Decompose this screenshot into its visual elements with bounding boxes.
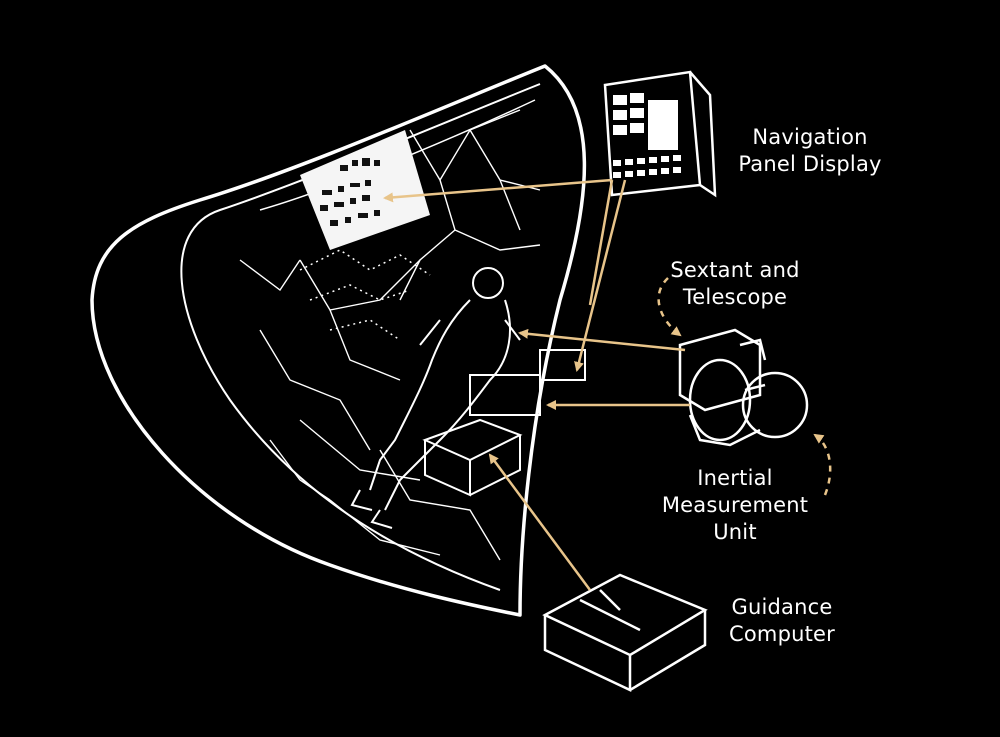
navigation-panel-device: [603, 70, 717, 198]
label-sextant-and-telescope: Sextant and Telescope: [650, 257, 820, 311]
label-line: Unit: [713, 520, 757, 544]
label-line: Computer: [729, 622, 835, 646]
label-line: Inertial: [697, 466, 773, 490]
control-panel-area: [300, 130, 430, 250]
capsule-outline: [90, 64, 587, 617]
guidance-computer-device: [542, 573, 708, 692]
sextant-imu-device: [678, 328, 809, 447]
label-inertial-measurement-unit: Inertial Measurement Unit: [640, 465, 830, 546]
dotted-cables: [299, 249, 431, 341]
seat-console: [422, 349, 586, 497]
label-line: Panel Display: [738, 152, 882, 176]
imu-callout: [813, 433, 832, 496]
computer-arrow: [488, 453, 592, 591]
label-line: Measurement: [661, 493, 809, 517]
label-line: Telescope: [682, 285, 788, 309]
label-line: Guidance: [731, 595, 833, 619]
label-guidance-computer: Guidance Computer: [712, 594, 852, 648]
dashed-callouts: [657, 277, 832, 496]
nav-panel-arrow: [383, 178, 613, 203]
nav-panel-arrow-3: [588, 179, 614, 306]
label-line: Sextant and: [670, 258, 800, 282]
nav-panel-arrow-2: [574, 179, 627, 372]
capsule-interior-panels: [239, 109, 541, 561]
sextant-arrow: [518, 328, 686, 352]
sextant-callout: [657, 277, 682, 337]
label-line: Navigation: [752, 125, 868, 149]
astronaut-figure: [350, 267, 521, 529]
label-navigation-panel-display: Navigation Panel Display: [715, 124, 905, 178]
connector-arrows: [383, 178, 690, 591]
